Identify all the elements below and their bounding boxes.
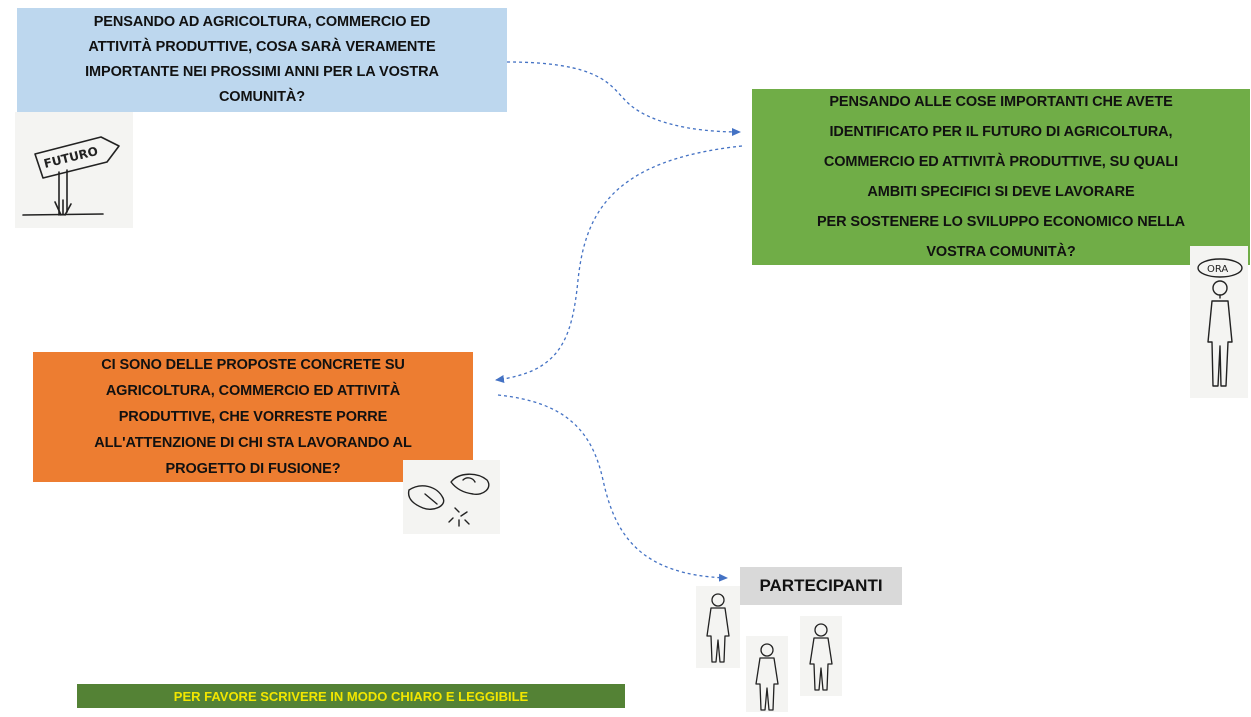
participants-label-text: PARTECIPANTI xyxy=(759,576,883,595)
idea-tools-sketch xyxy=(403,460,500,534)
question-text: PENSANDO AD AGRICOLTURA, COMMERCIO ED AT… xyxy=(85,14,439,105)
participant-figure-3 xyxy=(800,616,842,696)
question-box-specific-areas[interactable]: PENSANDO ALLE COSE IMPORTANTI CHE AVETE … xyxy=(752,89,1250,265)
participants-label[interactable]: PARTECIPANTI xyxy=(740,567,902,605)
arrow-q2-to-q3 xyxy=(495,145,743,383)
footer-instruction-text: PER FAVORE SCRIVERE IN MODO CHIARO E LEG… xyxy=(173,688,529,704)
footer-instruction-banner: PER FAVORE SCRIVERE IN MODO CHIARO E LEG… xyxy=(77,684,625,708)
question-box-concrete-proposals[interactable]: CI SONO DELLE PROPOSTE CONCRETE SU AGRIC… xyxy=(33,352,473,482)
question-text: CI SONO DELLE PROPOSTE CONCRETE SU AGRIC… xyxy=(94,357,412,477)
arrow-q1-to-q2 xyxy=(506,61,741,136)
participant-figure-2 xyxy=(746,636,788,712)
question-box-future-importance[interactable]: PENSANDO AD AGRICOLTURA, COMMERCIO ED AT… xyxy=(17,8,507,112)
ora-person-sketch: ORA xyxy=(1190,246,1248,398)
futuro-sign-label: FUTURO xyxy=(42,144,99,171)
ora-label: ORA xyxy=(1207,264,1228,275)
participant-figure-1 xyxy=(696,586,740,668)
arrow-q3-to-participants xyxy=(497,394,728,582)
question-text: PENSANDO ALLE COSE IMPORTANTI CHE AVETE … xyxy=(816,94,1186,260)
futuro-signpost-sketch: FUTURO xyxy=(15,112,133,228)
